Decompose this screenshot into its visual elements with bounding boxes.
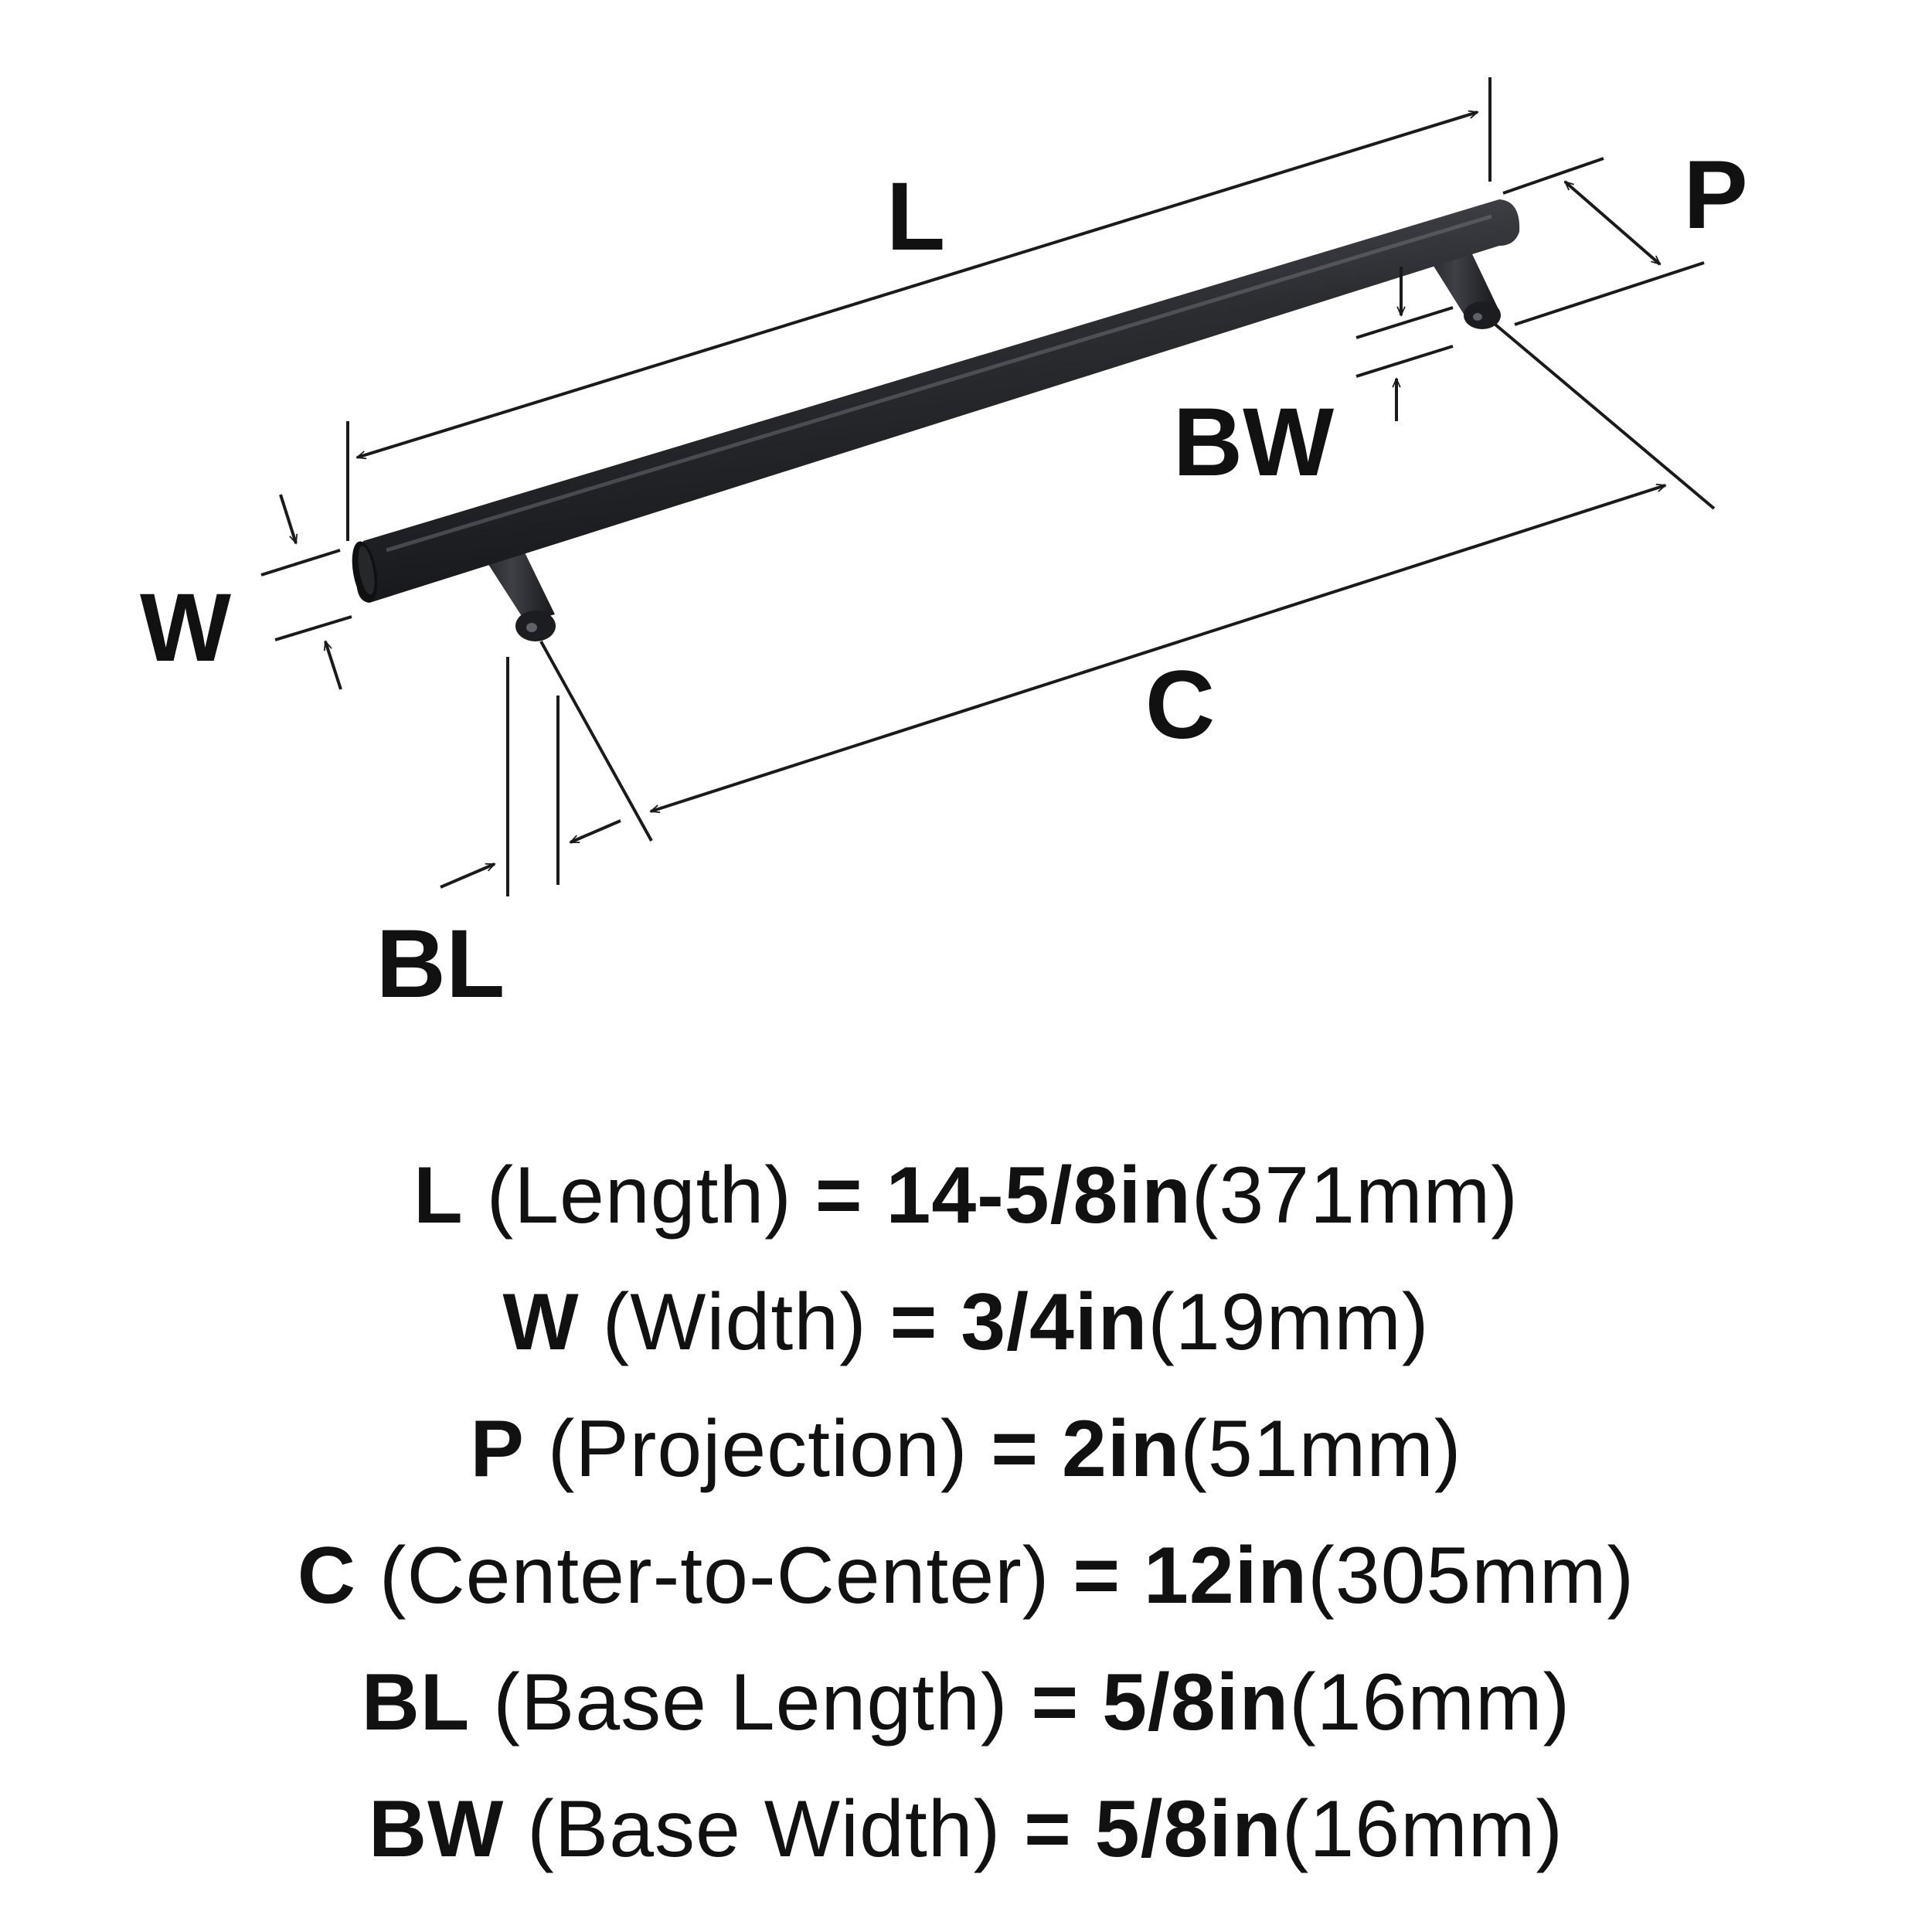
label-C: C — [1145, 651, 1215, 759]
spec-equals: = — [1024, 1784, 1072, 1874]
spec-key: L — [413, 1151, 464, 1240]
spec-description: (Width) — [602, 1277, 867, 1367]
spec-imperial-value: 5/8in — [1102, 1658, 1290, 1747]
spec-description: (Center-to-Center) — [379, 1531, 1050, 1621]
projection-dimension-arrow — [1565, 180, 1660, 266]
base-length-arrow-left — [440, 862, 495, 889]
dimension-specs-list: L (Length) = 14-5/8in(371mm) W (Width) =… — [0, 1132, 1932, 1893]
spec-row-base-length: BL (Base Length) = 5/8in(16mm) — [0, 1639, 1932, 1766]
spec-equals: = — [815, 1151, 863, 1240]
spec-row-center-to-center: C (Center-to-Center) = 12in(305mm) — [0, 1512, 1932, 1639]
spec-imperial-value: 5/8in — [1094, 1784, 1282, 1874]
spec-equals: = — [1073, 1531, 1121, 1621]
spec-row-projection: P (Projection) = 2in(51mm) — [0, 1386, 1932, 1512]
label-P: P — [1683, 141, 1747, 249]
dimension-lines — [260, 77, 1716, 896]
base-length-arrow-right — [570, 819, 621, 844]
label-BL: BL — [376, 910, 505, 1018]
spec-metric-value: (16mm) — [1281, 1784, 1563, 1874]
spec-description: (Projection) — [547, 1404, 968, 1494]
spec-key: BL — [361, 1658, 471, 1747]
spec-imperial-value: 12in — [1143, 1531, 1308, 1621]
spec-equals: = — [889, 1277, 938, 1367]
spec-imperial-value: 2in — [1062, 1404, 1181, 1494]
width-arrow-top — [279, 494, 296, 543]
spec-key: W — [502, 1277, 580, 1367]
label-BW: BW — [1173, 389, 1334, 496]
label-L: L — [886, 163, 945, 270]
spec-equals: = — [1031, 1658, 1080, 1747]
spec-metric-value: (19mm) — [1148, 1277, 1430, 1367]
spec-key: BW — [369, 1784, 505, 1874]
spec-row-length: L (Length) = 14-5/8in(371mm) — [0, 1132, 1932, 1259]
handle-dimension-diagram: L W P BW C BL — [140, 77, 1748, 1018]
label-W: W — [140, 574, 231, 682]
spec-description: (Length) — [486, 1151, 792, 1240]
center-to-center-dimension-arrow — [651, 485, 1665, 811]
spec-imperial-value: 3/4in — [961, 1277, 1148, 1367]
spec-row-base-width: BW (Base Width) = 5/8in(16mm) — [0, 1766, 1932, 1893]
spec-row-width: W (Width) = 3/4in(19mm) — [0, 1259, 1932, 1386]
spec-description: (Base Width) — [527, 1784, 1002, 1874]
spec-key: C — [297, 1531, 356, 1621]
spec-metric-value: (371mm) — [1191, 1151, 1519, 1240]
width-arrow-bottom — [325, 641, 342, 690]
spec-metric-value: (51mm) — [1180, 1404, 1462, 1494]
length-dimension-arrow — [357, 112, 1478, 457]
spec-key: P — [470, 1404, 525, 1494]
spec-metric-value: (305mm) — [1308, 1531, 1635, 1621]
spec-metric-value: (16mm) — [1289, 1658, 1571, 1747]
spec-description: (Base Length) — [493, 1658, 1009, 1747]
spec-imperial-value: 14-5/8in — [886, 1151, 1192, 1240]
spec-equals: = — [991, 1404, 1039, 1494]
